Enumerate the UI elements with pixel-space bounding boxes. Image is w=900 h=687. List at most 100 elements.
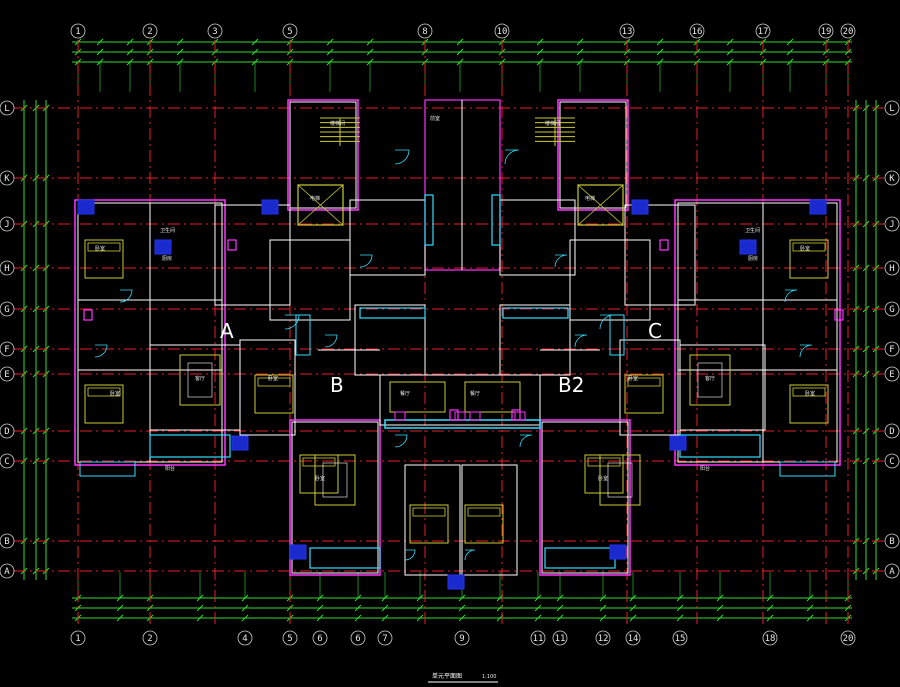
dimension-tick (116, 614, 124, 622)
room-label: 餐厅 (400, 390, 410, 397)
axis-bubble-left-circle (0, 533, 15, 549)
dimension-tick (354, 604, 362, 612)
axis-bubble-bottom-text: 12 (598, 634, 609, 644)
axis-bubble-bottom-circle (530, 630, 546, 646)
dimension-tick (726, 48, 734, 56)
door-swing (394, 434, 408, 448)
axis-bubble-right-circle (884, 453, 900, 469)
door-swing (504, 149, 520, 165)
axis-bubble-right-circle (884, 563, 900, 579)
room-label: 卧室 (805, 390, 815, 397)
dimension-tick (366, 48, 374, 56)
bed-pillow (412, 507, 446, 517)
axis-bubble-bottom-text: 15 (675, 634, 686, 644)
room-label: 电梯 (310, 195, 320, 202)
door-swing (324, 334, 338, 348)
room-label: 卧室 (110, 390, 120, 397)
axis-bubble-left-text: J (4, 220, 9, 230)
bath-fixture (739, 239, 757, 255)
axis-bubble-right-circle (884, 341, 900, 357)
elevator-car (297, 184, 344, 226)
dimension-tick (536, 38, 544, 46)
center-dining-block (379, 374, 541, 426)
axis-bubble-left-text: K (4, 174, 10, 184)
sofa (599, 454, 641, 506)
axis-bubble-right-text: E (889, 370, 894, 380)
axis-bubble-bottom-circle (840, 630, 856, 646)
dimension-tick (416, 614, 424, 622)
axis-bubble-top-circle (417, 23, 433, 39)
window-strip (502, 307, 569, 319)
axis-bubble-right-circle (884, 301, 900, 317)
balcony-window (779, 461, 836, 477)
axis-bubble-bottom-circle (142, 630, 158, 646)
door-swing (359, 254, 373, 268)
axis-bubble-bottom-circle (762, 630, 778, 646)
dimension-tick (241, 604, 249, 612)
axis-bubble-top-text: 19 (821, 27, 832, 37)
dimension-tick (726, 38, 734, 46)
window-strip (359, 307, 426, 319)
unit-label-c: C (648, 319, 662, 343)
dimension-tick (326, 38, 334, 46)
axis-bubble-right-text: L (889, 104, 894, 114)
room-label: 前室 (430, 115, 440, 122)
dining-chair (469, 411, 481, 421)
axis-bubble-bottom-text: 20 (843, 634, 854, 644)
axis-bubble-bottom-text: 7 (382, 634, 387, 644)
axis-bubble-right-text: H (889, 264, 894, 274)
stair-core-right-wall (559, 101, 627, 209)
sofa-seat (697, 362, 723, 398)
room-label: 阳台 (165, 465, 175, 472)
dimension-tick (116, 604, 124, 612)
room-label: 卧室 (628, 375, 638, 382)
unit-c-outline (674, 199, 841, 466)
dimension-tick (456, 38, 464, 46)
dimension-tick (766, 614, 774, 622)
dimension-tick (416, 604, 424, 612)
axis-bubble-bottom-circle (237, 630, 253, 646)
unit-label-b: B (330, 373, 344, 397)
dimension-tick (599, 604, 607, 612)
plan-scale: 1:100 (482, 674, 496, 680)
center-bedroom-right (461, 464, 518, 576)
dimension-tick (534, 604, 542, 612)
door-swing (799, 344, 813, 358)
dimension-tick (381, 614, 389, 622)
axis-bubble-bottom-text: 1 (75, 634, 80, 644)
sofa-seat (187, 362, 213, 398)
bed (464, 504, 504, 544)
dimension-tick (599, 614, 607, 622)
wall-outlines (74, 99, 841, 576)
axis-bubble-top-text: 10 (497, 27, 508, 37)
dimension-tick (458, 604, 466, 612)
dimension-tick (534, 614, 542, 622)
stair-core-left-outline (287, 99, 359, 211)
axis-bubble-bottom-text: 18 (765, 634, 776, 644)
window-strip (609, 314, 625, 356)
dimension-lines (20, 38, 880, 622)
bed-pillow (87, 242, 121, 252)
axis-bubble-bottom-circle (312, 630, 328, 646)
dimension-tick (196, 604, 204, 612)
axis-bubble-left-text: H (4, 264, 9, 274)
axis-bubble-top-circle (207, 23, 223, 39)
bath-fixture (231, 435, 249, 451)
bed-pillow (792, 387, 826, 397)
balcony-window (309, 547, 381, 569)
fixture-accent (449, 409, 459, 421)
axis-bubble-left-circle (0, 563, 15, 579)
center-hall-left (354, 304, 426, 376)
fixture-accent (659, 239, 669, 251)
dimension-tick (576, 48, 584, 56)
bed (254, 374, 294, 414)
axis-bubble-bottom-circle (377, 630, 393, 646)
unit-b2-outline (539, 419, 631, 576)
fixture-accent (227, 239, 237, 251)
axis-bubble-left-text: B (4, 537, 9, 547)
dimension-tick (316, 614, 324, 622)
axis-bubble-left-circle (0, 366, 15, 382)
bed (84, 384, 124, 424)
